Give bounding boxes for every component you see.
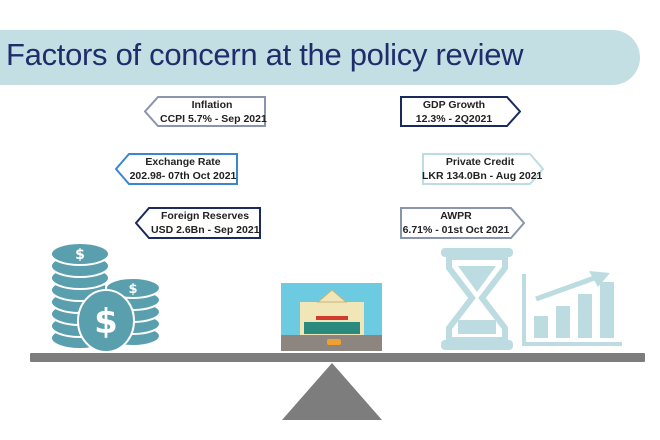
- indicator-name: Private Credit: [445, 156, 515, 168]
- growth-chart-icon: [522, 271, 622, 346]
- coins-icon: [50, 242, 161, 353]
- fulcrum-triangle: [282, 363, 382, 420]
- indicator-value: 6.71% - 01st Oct 2021: [402, 224, 510, 236]
- page-title: Factors of concern at the policy review: [6, 37, 524, 72]
- indicator-value: CCPI 5.7% - Sep 2021: [160, 113, 267, 125]
- indicator-name: Exchange Rate: [145, 156, 221, 168]
- indicator-gdp-growth: GDP Growth 12.3% - 2Q2021: [400, 96, 521, 127]
- indicator-exchange-rate: Exchange Rate 202.98- 07th Oct 2021: [115, 153, 238, 185]
- indicator-name: AWPR: [440, 210, 472, 222]
- central-bank-building-icon: [281, 283, 382, 351]
- svg-text:$: $: [75, 247, 85, 263]
- indicator-value: USD 2.6Bn - Sep 2021: [151, 224, 260, 236]
- svg-text:$: $: [94, 302, 118, 342]
- indicator-awpr: AWPR 6.71% - 01st Oct 2021: [400, 207, 525, 239]
- balance-beam: [30, 353, 645, 362]
- indicator-value: LKR 134.0Bn - Aug 2021: [422, 170, 543, 182]
- indicator-name: GDP Growth: [422, 99, 486, 111]
- indicator-name: Foreign Reserves: [160, 210, 250, 222]
- indicator-name: Inflation: [191, 99, 233, 111]
- title-banner: [0, 30, 640, 85]
- svg-text:$: $: [128, 282, 137, 297]
- indicator-value: 12.3% - 2Q2021: [415, 113, 493, 125]
- indicator-value: 202.98- 07th Oct 2021: [129, 170, 237, 182]
- hourglass-icon: [441, 248, 513, 350]
